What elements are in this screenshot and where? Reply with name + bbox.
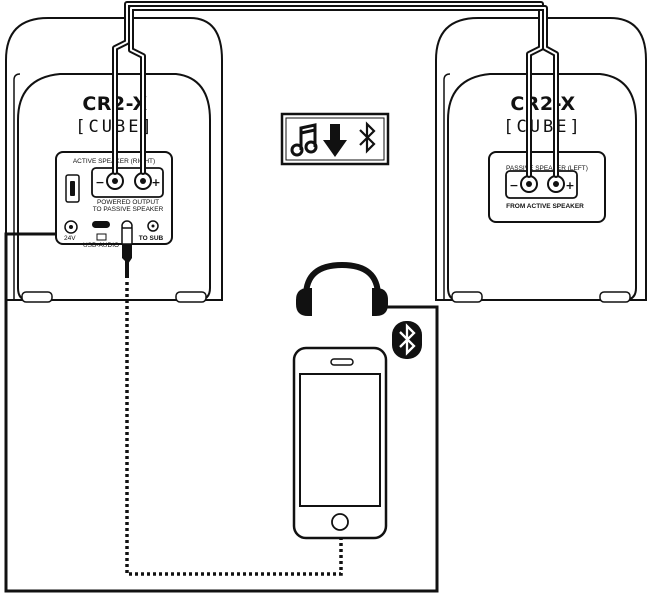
headphone-cable	[4, 232, 439, 593]
power-input-label: 24V	[64, 235, 76, 242]
passive-speaker-model: [CUBE]	[503, 117, 582, 137]
music-note-icon	[290, 123, 318, 157]
arrow-down-icon	[323, 124, 347, 157]
bluetooth-badge	[392, 321, 422, 359]
passive-speaker-brand: CR2-X	[510, 93, 575, 115]
aux-cable	[121, 227, 343, 576]
smartphone-icon	[292, 346, 388, 540]
powered-output-label-1: POWERED OUTPUT	[97, 199, 159, 206]
powered-output-label-2: TO PASSIVE SPEAKER	[93, 206, 164, 213]
headphones-icon	[296, 261, 388, 316]
active-minus-label: −	[95, 176, 104, 189]
speaker-cable	[112, 1, 559, 178]
bluetooth-icon	[399, 323, 416, 356]
to-sub-label: TO SUB	[139, 235, 164, 242]
passive-speaker-panel-label: PASSIVE SPEAKER (LEFT)	[506, 165, 588, 172]
usb-c-port[interactable]	[92, 221, 110, 228]
passive-minus-label: −	[509, 179, 518, 192]
from-active-label: FROM ACTIVE SPEAKER	[506, 203, 584, 210]
bluetooth-audio-sign	[280, 112, 390, 166]
usb-audio-label: USB-AUDIO	[83, 242, 119, 249]
bluetooth-icon	[359, 121, 376, 154]
active-plus-label: +	[151, 176, 160, 189]
passive-speaker: CR2-X [CUBE] PASSIVE SPEAKER (LEFT) − + …	[435, 17, 647, 303]
passive-plus-label: +	[565, 179, 574, 192]
